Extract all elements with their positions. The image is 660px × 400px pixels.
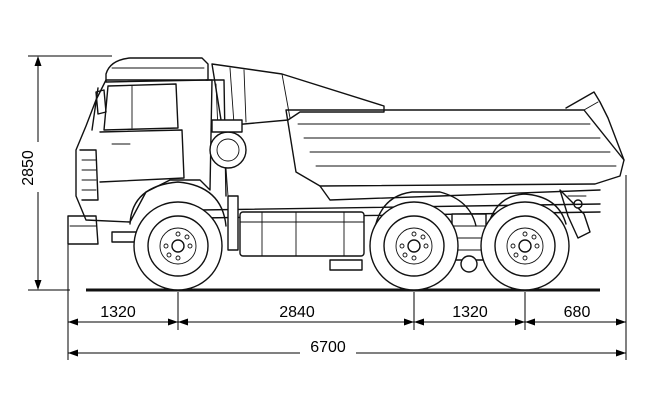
middle-wheel: [369, 201, 459, 291]
front-overhang-label: 1320: [100, 304, 136, 321]
chassis-frame: [199, 191, 601, 273]
height-label: 2850: [20, 150, 37, 186]
rear-wheel: [480, 201, 570, 291]
rear-overhang-label: 680: [564, 304, 591, 321]
air-filter: [209, 119, 247, 197]
bogie-spacing-label: 1320: [452, 304, 488, 321]
front-wheel: [133, 201, 223, 291]
overall-length-label: 6700: [310, 339, 346, 356]
dimension-lines: [28, 55, 627, 360]
dimension-labels: 2850 1320 2840 1320 680 6700: [18, 142, 590, 358]
wheelbase-label: 2840: [279, 304, 315, 321]
